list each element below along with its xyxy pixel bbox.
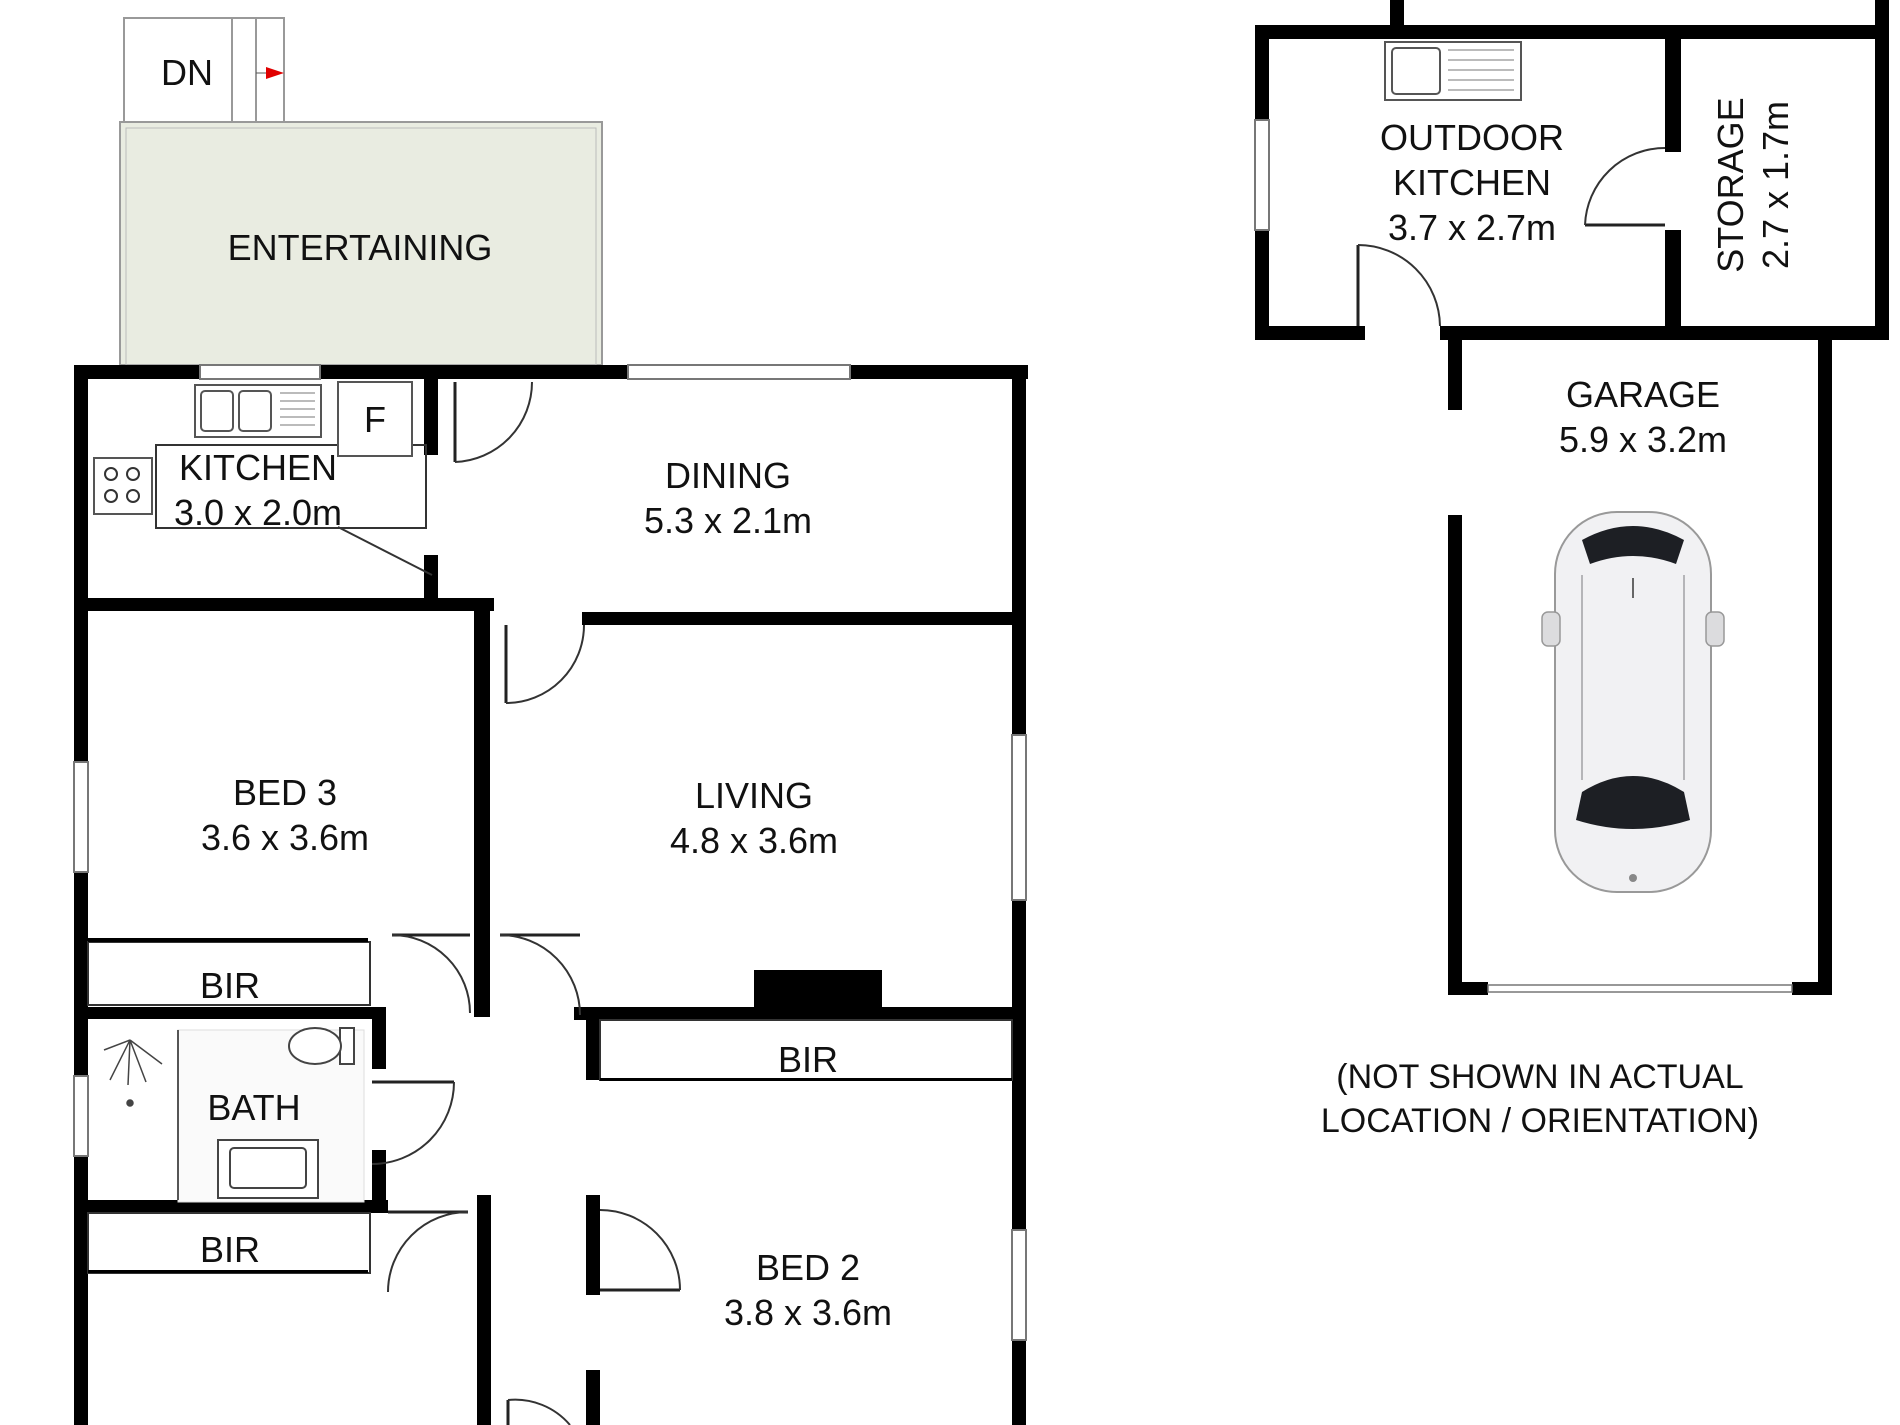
stairs — [123, 17, 285, 123]
outbuilding-walls — [1254, 0, 1889, 340]
orientation-note-1: (NOT SHOWN IN ACTUAL — [1336, 1058, 1743, 1096]
kitchen-fittings — [93, 381, 433, 576]
stairs-label: DN — [161, 52, 213, 93]
bir-bed2-label: BIR — [778, 1039, 838, 1080]
built-in-robes — [87, 938, 1013, 1274]
cooktop-burner-icon — [126, 467, 140, 481]
garage-size: 5.9 x 3.2m — [1559, 419, 1727, 460]
toilet-icon — [288, 1027, 355, 1065]
living-label: LIVING — [695, 775, 813, 816]
bed3-size: 3.6 x 3.6m — [201, 817, 369, 858]
bir-lower-label: BIR — [200, 1229, 260, 1270]
cooktop-burner-icon — [104, 467, 118, 481]
stair-direction-arrow-icon — [266, 67, 284, 79]
bed3-label: BED 3 — [233, 772, 337, 813]
kitchen-size: 3.0 x 2.0m — [174, 492, 342, 533]
kitchen-label: KITCHEN — [179, 447, 337, 488]
bir-bed3-label: BIR — [200, 965, 260, 1006]
living-size: 4.8 x 3.6m — [670, 820, 838, 861]
doors — [371, 381, 681, 1425]
sink-icon — [194, 384, 322, 438]
basin-icon — [217, 1139, 319, 1199]
bath-label: BATH — [207, 1087, 300, 1128]
outdoor-kitchen-size: 3.7 x 2.7m — [1388, 207, 1556, 248]
fridge-label: F — [364, 399, 386, 440]
bed2-size: 3.8 x 3.6m — [724, 1292, 892, 1333]
fridge-icon — [337, 381, 413, 457]
cooktop-burner-icon — [104, 489, 118, 503]
dining-size: 5.3 x 2.1m — [644, 500, 812, 541]
cooktop-burner-icon — [126, 489, 140, 503]
shower-icon — [103, 1039, 163, 1107]
outdoor-kitchen-label-2: KITCHEN — [1393, 162, 1551, 203]
storage-label: STORAGE — [1710, 97, 1751, 272]
outdoor-kitchen-label-1: OUTDOOR — [1380, 117, 1564, 158]
outdoor-kitchen-fittings — [1356, 41, 1666, 327]
bathroom-fittings — [103, 1027, 365, 1203]
entertaining-label: ENTERTAINING — [228, 227, 493, 268]
windows — [73, 364, 1027, 1341]
labels: DN ENTERTAINING KITCHEN 3.0 x 2.0m F DIN… — [161, 52, 1796, 1333]
dining-label: DINING — [665, 455, 791, 496]
entertaining-area — [119, 121, 603, 366]
storage-size: 2.7 x 1.7m — [1755, 101, 1796, 269]
car-icon — [1541, 511, 1725, 893]
orientation-note-2: LOCATION / ORIENTATION) — [1321, 1102, 1759, 1140]
bed2-label: BED 2 — [756, 1247, 860, 1288]
garage-walls — [1448, 340, 1832, 995]
garage-label: GARAGE — [1566, 374, 1720, 415]
fireplace — [754, 970, 882, 1014]
